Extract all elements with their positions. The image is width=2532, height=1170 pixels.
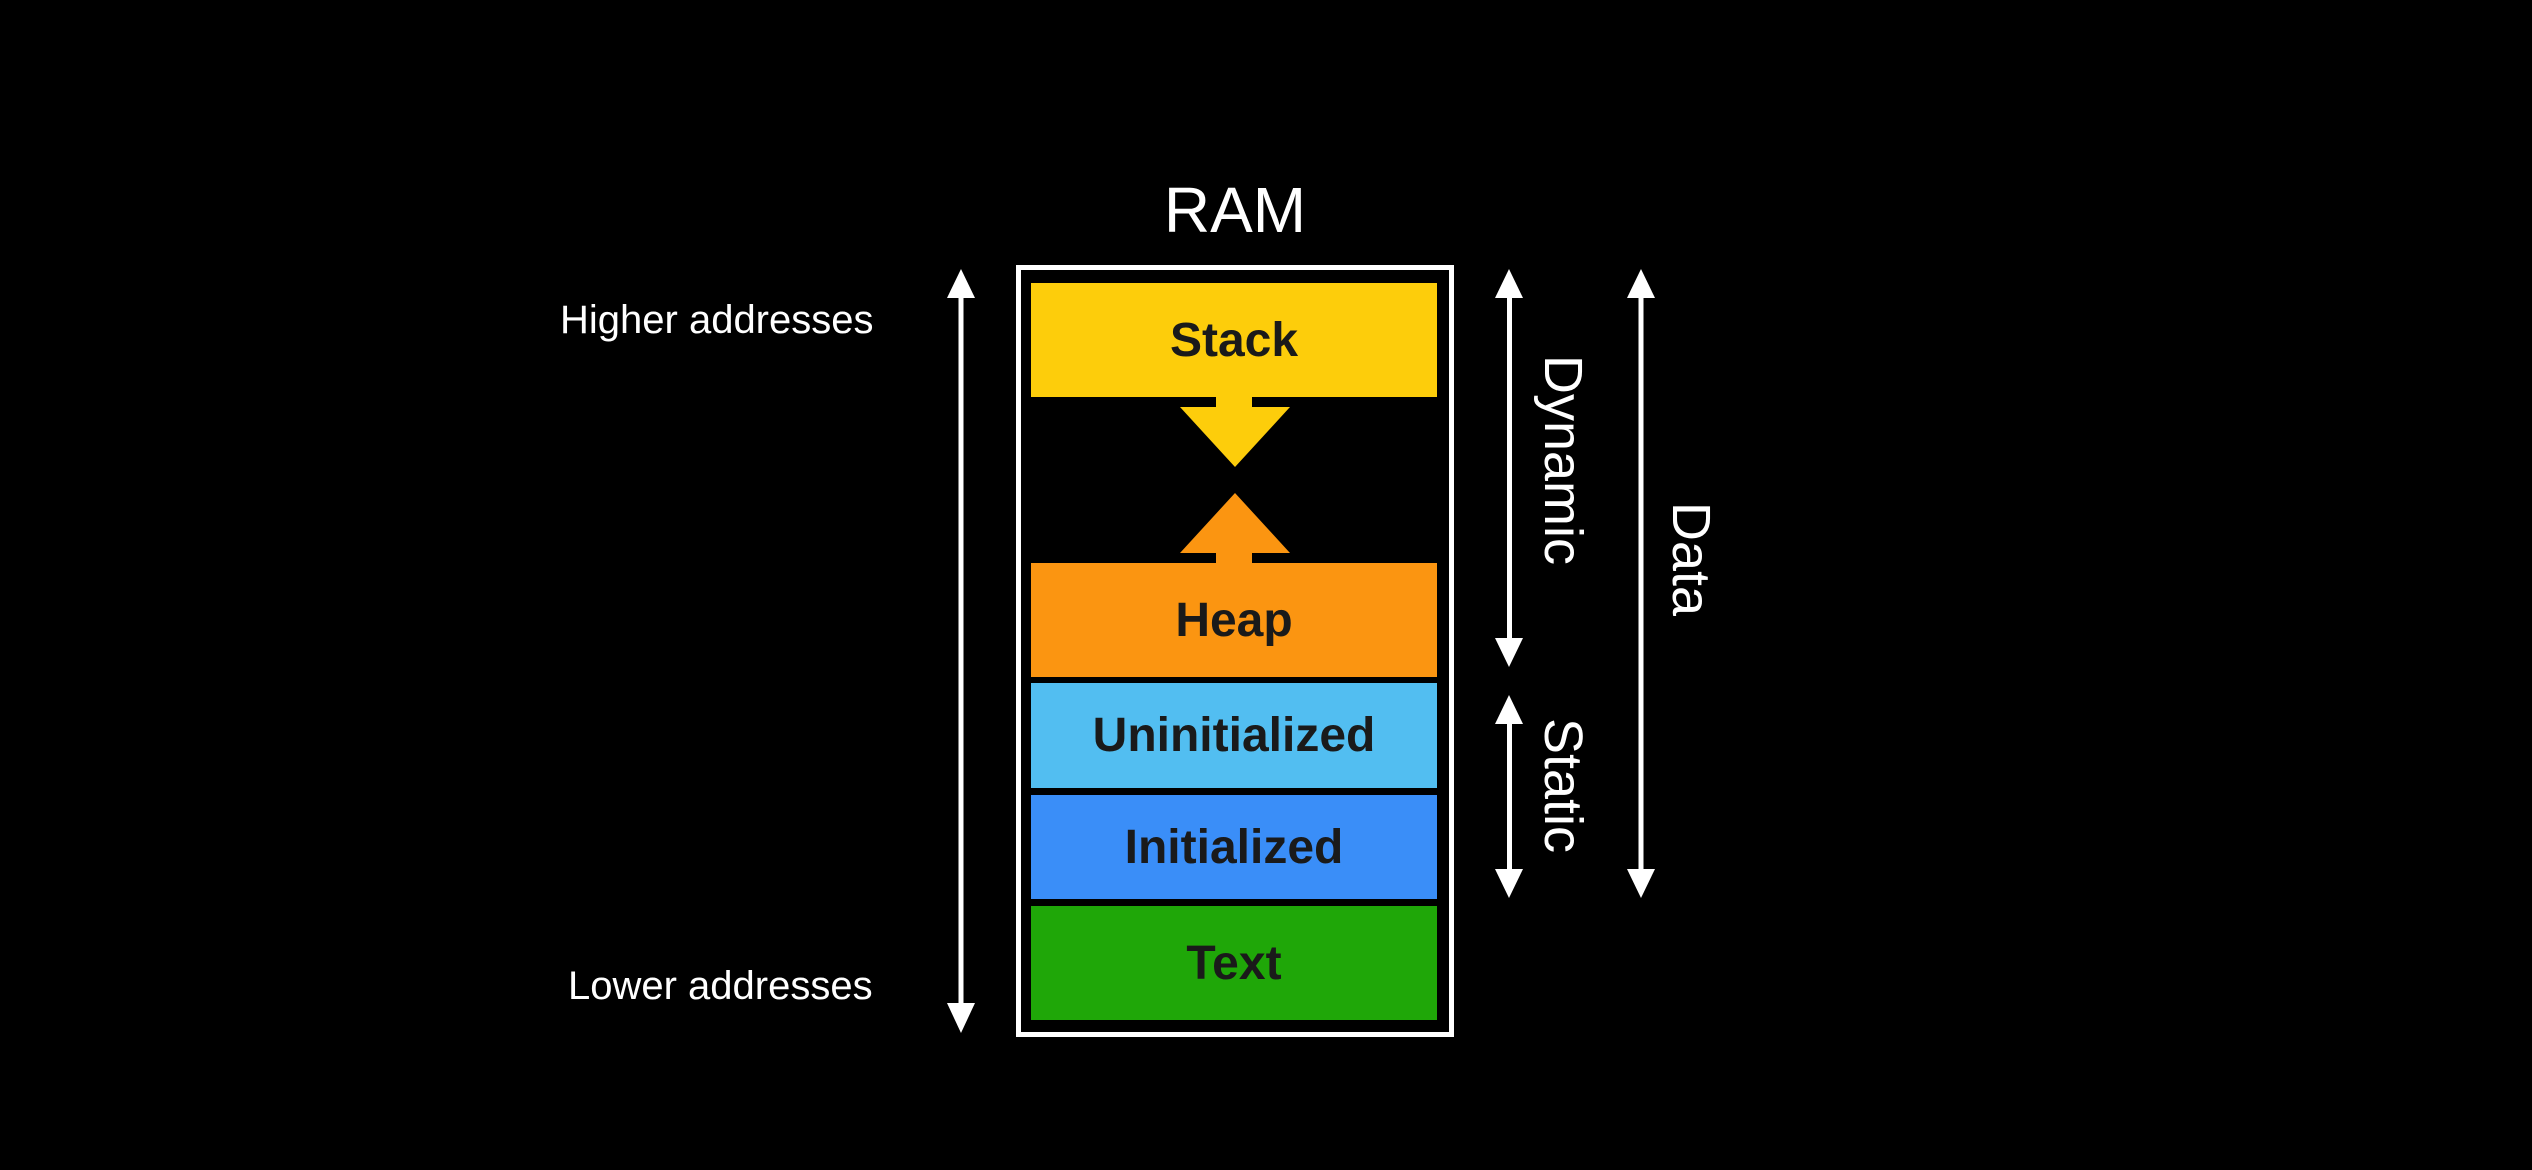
segment-heap: Heap: [1031, 563, 1437, 677]
dynamic-range-arrow-icon: [1495, 269, 1523, 667]
segment-initialized-label: Initialized: [1124, 820, 1344, 874]
lower-addresses-label: Lower addresses: [568, 964, 873, 1008]
static-range-arrow-icon: [1495, 695, 1523, 898]
segment-stack: Stack: [1031, 283, 1437, 397]
segment-text-label: Text: [1186, 936, 1282, 990]
address-range-arrow-icon: [947, 269, 975, 1033]
segment-uninitialized: Uninitialized: [1031, 683, 1437, 788]
higher-addresses-label: Higher addresses: [560, 298, 874, 342]
stack-growth-arrow-icon: [1180, 395, 1290, 467]
data-range-arrow-icon: [1627, 269, 1655, 898]
ram-title: RAM: [1163, 174, 1307, 246]
segment-uninitialized-label: Uninitialized: [1092, 709, 1376, 762]
heap-growth-arrow-icon: [1180, 493, 1290, 565]
segment-heap-label: Heap: [1175, 593, 1293, 647]
segment-text: Text: [1031, 906, 1437, 1020]
segment-stack-label: Stack: [1169, 313, 1299, 367]
segment-initialized: Initialized: [1031, 795, 1437, 899]
